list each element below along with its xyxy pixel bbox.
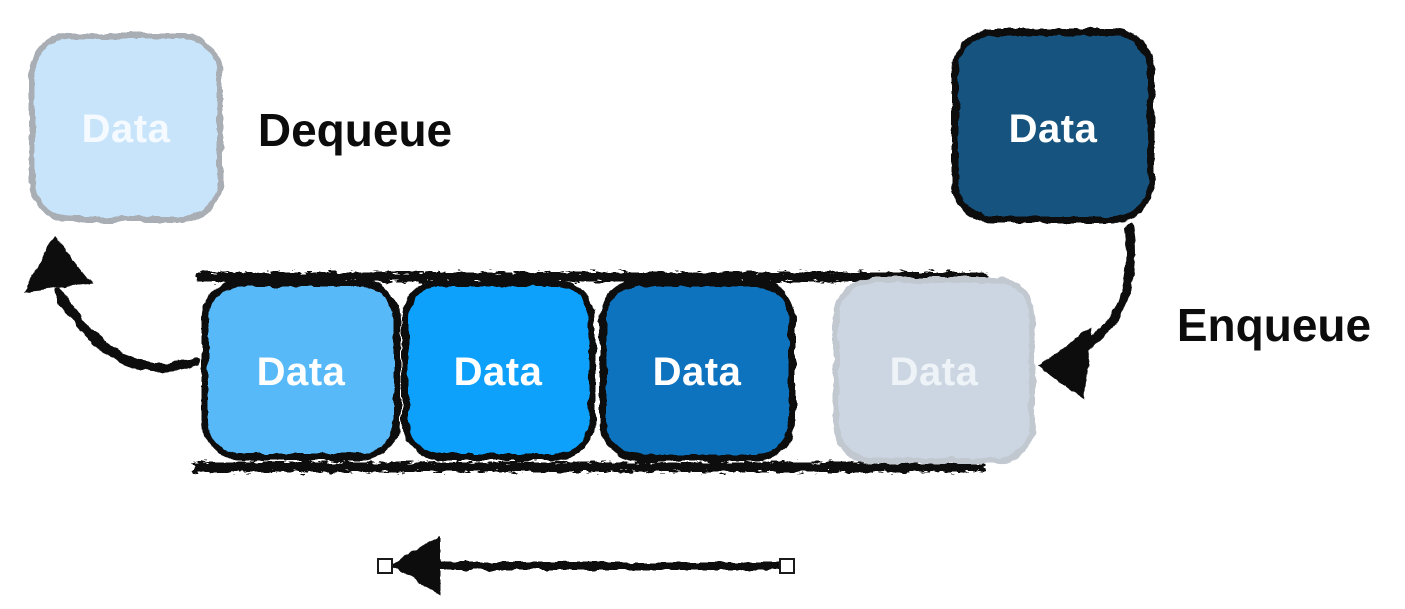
dequeue-arrow-shaft	[53, 287, 201, 373]
queue-slot-4-shape	[833, 277, 1035, 464]
dequeue-label: Dequeue	[258, 104, 452, 156]
queue-slot-1-shape	[201, 279, 401, 461]
dequeued-data-box: Data	[29, 33, 223, 222]
enqueue-label: Enqueue	[1177, 299, 1371, 351]
enqueue-arrow	[1038, 223, 1136, 400]
arrow-endpoint-handle-right[interactable]	[779, 558, 795, 574]
queue-slot-2: Data	[401, 279, 596, 461]
incoming-data-box-label: Data	[1009, 107, 1098, 151]
queue-slot-3-shape	[599, 279, 796, 462]
queue-slot-1: Data	[201, 279, 401, 461]
queue-slot-4-label: Data	[890, 350, 979, 394]
flow-direction-arrowhead-icon	[390, 535, 440, 595]
queue-slot-2-label: Data	[454, 350, 543, 394]
queue-slot-1-label: Data	[257, 350, 346, 394]
incoming-data-box-shape	[951, 28, 1155, 224]
enqueue-arrowhead-icon	[1038, 327, 1092, 400]
dequeued-data-box-label: Data	[82, 107, 171, 151]
dequeue-arrow	[24, 236, 201, 373]
dequeued-data-box-shape	[29, 33, 223, 222]
arrow-endpoint-handle-left[interactable]	[377, 558, 393, 574]
dequeue-arrowhead-icon	[24, 236, 92, 292]
queue-slot-4-ghost: Data	[833, 277, 1035, 464]
flow-direction-arrow	[377, 535, 795, 595]
queue-slot-2-shape	[401, 279, 596, 461]
queue-slot-3: Data	[599, 279, 796, 462]
incoming-data-box: Data	[951, 28, 1155, 224]
queue-slot-3-label: Data	[653, 350, 742, 394]
